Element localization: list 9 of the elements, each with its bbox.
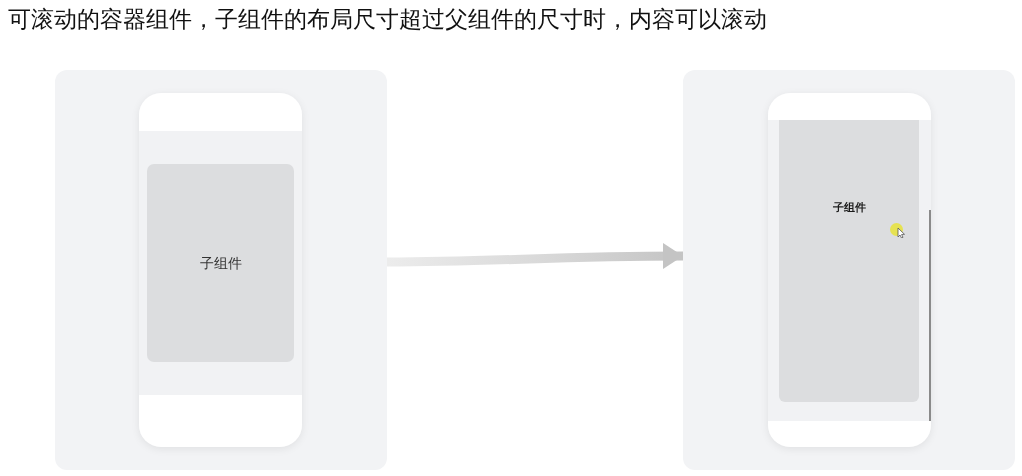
title: 可滚动的容器组件，子组件的布局尺寸超过父组件的尺寸时，内容可以滚动: [8, 4, 767, 34]
component-label: 子组件: [832, 200, 866, 214]
card-panel: [683, 70, 1015, 470]
component-label: 子组件: [199, 254, 242, 272]
phone-mockup: [139, 93, 302, 447]
arrow: [387, 243, 683, 270]
child-component: [779, 120, 919, 402]
card-panel: [55, 70, 387, 470]
phone-mockup: [768, 93, 931, 447]
